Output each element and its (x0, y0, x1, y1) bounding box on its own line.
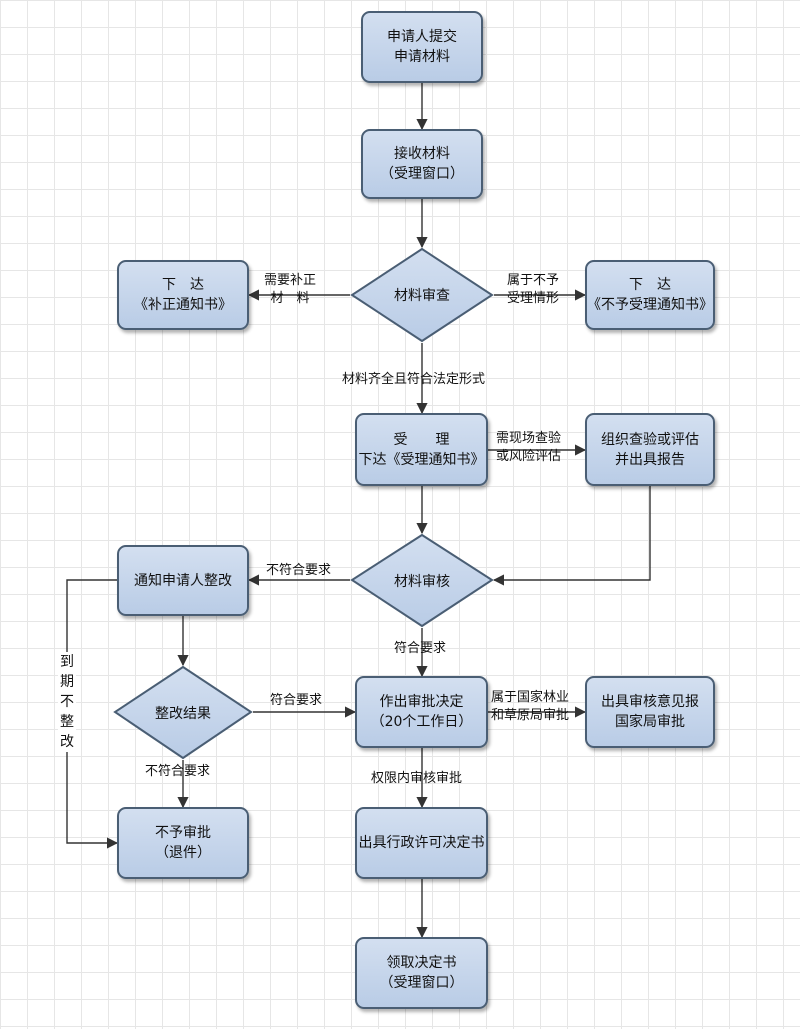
node-inspection-label: 组织查验或评估 并出具报告 (601, 431, 699, 468)
node-no-approval: 不予审批 （退件） (117, 807, 249, 879)
node-collect-label: 领取决定书 （受理窗口） (379, 955, 464, 991)
node-decision: 作出审批决定 （20个工作日） (355, 676, 488, 748)
edge-label-not-meet: 不符合要求 (266, 563, 332, 578)
node-notice-reject-label: 下 达 《不予受理通知书》 (587, 277, 713, 313)
decision-review-shape (350, 247, 494, 343)
node-submit: 申请人提交 申请材料 (361, 11, 483, 83)
edge-label-not-accepted: 属于不予 受理情形 (507, 273, 560, 306)
node-notice-correction: 下 达 《补正通知书》 (117, 260, 249, 330)
node-report-bureau: 出具审核意见报 国家局审批 (585, 676, 715, 748)
decision-review: 材料审查 (350, 247, 494, 343)
edge-label-not-meet-rectify: 不符合要求 (145, 764, 211, 779)
node-accept-label: 受 理 下达《受理通知书》 (358, 431, 485, 468)
decision-review-label: 材料审查 (394, 288, 450, 304)
node-notice-correction-label: 下 达 《补正通知书》 (134, 277, 232, 313)
node-inspection: 组织查验或评估 并出具报告 (585, 413, 715, 486)
decision-audit: 材料审核 (350, 533, 494, 628)
node-submit-label: 申请人提交 申请材料 (387, 29, 457, 65)
decision-audit-label: 材料审核 (394, 573, 450, 590)
arrow-inspection-to-audit (492, 486, 651, 586)
node-no-approval-label: 不予审批 （退件） (155, 825, 211, 861)
edge-label-complete: 材料齐全且符合法定形式 (342, 372, 486, 387)
node-rectify-notice: 通知申请人整改 (117, 545, 249, 616)
edge-label-meet-audit: 符合要求 (394, 641, 447, 656)
node-decision-label: 作出审批决定 （20个工作日） (370, 694, 473, 730)
decision-audit-shape (350, 533, 494, 628)
decision-rectify-result-label: 整改结果 (155, 705, 211, 722)
node-notice-reject: 下 达 《不予受理通知书》 (585, 260, 715, 330)
edge-label-need-inspection: 需现场查验 或风险评估 (496, 431, 562, 464)
node-license-label: 出具行政许可决定书 (358, 835, 485, 851)
node-accept: 受 理 下达《受理通知书》 (355, 413, 488, 486)
edge-label-national: 属于国家林业 和草原局审批 (491, 690, 570, 723)
edge-label-meet-rectify: 符合要求 (270, 693, 323, 708)
node-receive: 接收材料 （受理窗口） (361, 129, 483, 199)
node-receive-label: 接收材料 （受理窗口） (380, 146, 464, 182)
edge-label-within-authority: 权限内审核审批 (371, 771, 463, 786)
edge-label-overdue: 到 期 不 整 改 (58, 652, 76, 752)
node-license: 出具行政许可决定书 (355, 807, 488, 879)
node-rectify-notice-label: 通知申请人整改 (134, 572, 232, 589)
decision-rectify-result-shape (113, 665, 253, 760)
edge-label-need-correction: 需要补正 材 料 (264, 273, 317, 306)
node-collect: 领取决定书 （受理窗口） (355, 937, 488, 1009)
decision-rectify-result: 整改结果 (113, 665, 253, 760)
node-report-bureau-label: 出具审核意见报 国家局审批 (601, 694, 699, 730)
